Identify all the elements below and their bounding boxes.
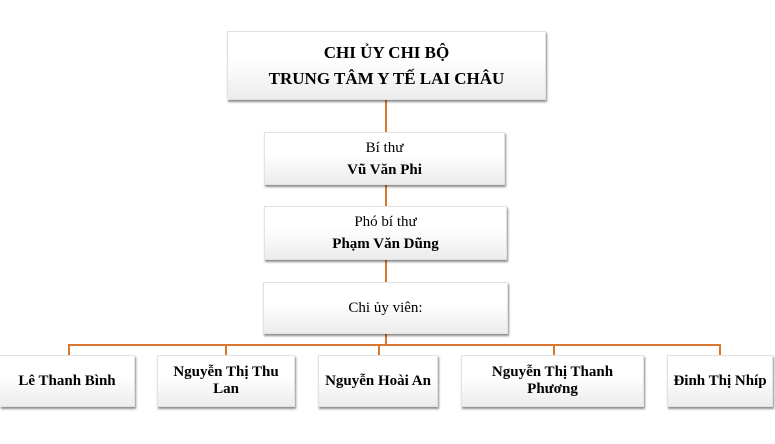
deputy-secretary-name: Phạm Văn Dũng xyxy=(332,236,439,252)
member-node: Đinh Thị Nhíp xyxy=(667,355,773,407)
committee-role: Chi ủy viên: xyxy=(348,300,423,316)
connector-secretary-deputy xyxy=(385,185,387,206)
connector-member-4 xyxy=(553,344,555,355)
secretary-node: Bí thư Vũ Văn Phi xyxy=(264,132,505,185)
connector-root-secretary xyxy=(385,100,387,132)
committee-node: Chi ủy viên: xyxy=(263,282,508,334)
member-name: Lê Thanh Bình xyxy=(18,372,116,389)
connector-member-2 xyxy=(225,344,227,355)
root-node: CHI ỦY CHI BỘ TRUNG TÂM Y TẾ LAI CHÂU xyxy=(227,31,546,100)
deputy-secretary-role: Phó bí thư xyxy=(354,214,417,230)
root-title-line1: CHI ỦY CHI BỘ xyxy=(323,42,450,62)
connector-member-1 xyxy=(68,344,70,355)
connector-members-bus xyxy=(68,344,721,346)
member-name: Nguyễn Thị Thu Lan xyxy=(173,364,279,397)
secretary-role: Bí thư xyxy=(365,139,404,156)
member-node: Nguyễn Thị Thu Lan xyxy=(157,355,295,407)
member-node: Lê Thanh Bình xyxy=(0,355,135,407)
secretary-name: Vũ Văn Phi xyxy=(347,161,422,178)
connector-deputy-committee xyxy=(385,260,387,282)
member-name: Đinh Thị Nhíp xyxy=(673,372,767,389)
member-name: Nguyễn Thị Thanh Phương xyxy=(491,364,614,397)
member-node: Nguyễn Hoài An xyxy=(318,355,438,407)
member-name: Nguyễn Hoài An xyxy=(325,372,431,389)
connector-member-3 xyxy=(378,344,380,355)
connector-committee-bus xyxy=(385,334,387,345)
deputy-secretary-node: Phó bí thư Phạm Văn Dũng xyxy=(264,206,507,260)
connector-member-5 xyxy=(719,344,721,355)
root-title-line2: TRUNG TÂM Y TẾ LAI CHÂU xyxy=(268,68,505,88)
member-node: Nguyễn Thị Thanh Phương xyxy=(461,355,644,407)
